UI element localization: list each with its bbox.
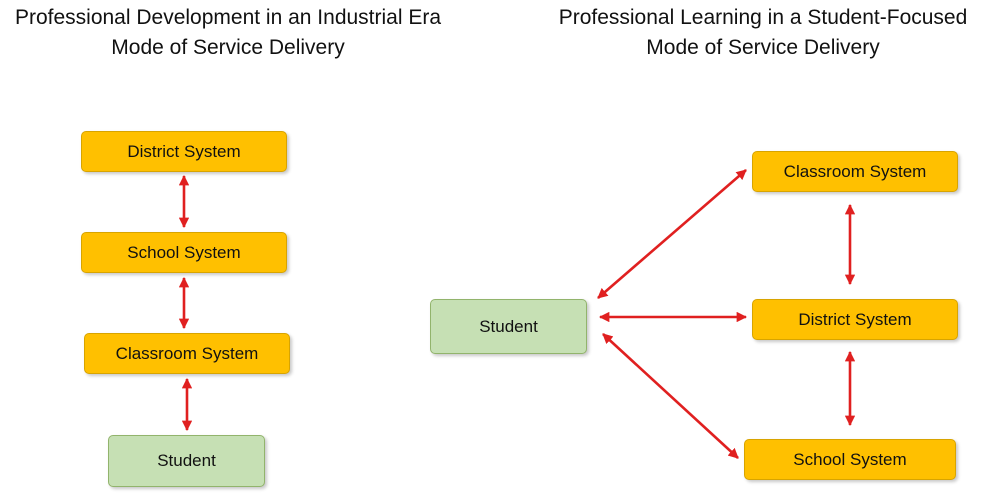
left-diagram-title: Professional Development in an Industria… bbox=[0, 3, 456, 63]
right-node-district-system: District System bbox=[752, 299, 958, 340]
left-title-line-1: Professional Development in an Industria… bbox=[14, 6, 442, 29]
left-node-school-label: School System bbox=[127, 242, 241, 262]
right-title-line-1: Professional Learning in a Student-Focus… bbox=[558, 6, 968, 29]
right-node-student: Student bbox=[430, 299, 587, 354]
right-node-district-label: District System bbox=[798, 309, 912, 329]
left-node-classroom-system: Classroom System bbox=[84, 333, 290, 374]
left-node-classroom-label: Classroom System bbox=[115, 343, 259, 363]
right-title-line-2: Mode of Service Delivery bbox=[646, 36, 880, 59]
right-node-school-system: School System bbox=[744, 439, 956, 480]
right-node-school-label: School System bbox=[793, 449, 907, 469]
arrow-right-student-classroom bbox=[597, 169, 747, 299]
right-node-classroom-label: Classroom System bbox=[783, 161, 927, 181]
left-title-line-2: Mode of Service Delivery bbox=[111, 36, 345, 59]
right-diagram-title: Professional Learning in a Student-Focus… bbox=[548, 3, 978, 63]
left-node-school-system: School System bbox=[81, 232, 287, 273]
right-node-student-label: Student bbox=[479, 316, 538, 336]
arrow-right-student-school bbox=[602, 333, 739, 459]
left-node-district-label: District System bbox=[127, 141, 241, 161]
left-node-student-label: Student bbox=[157, 451, 216, 470]
left-node-student: Student bbox=[108, 435, 265, 487]
left-node-district-system: District System bbox=[81, 131, 287, 172]
right-node-classroom-system: Classroom System bbox=[752, 151, 958, 192]
